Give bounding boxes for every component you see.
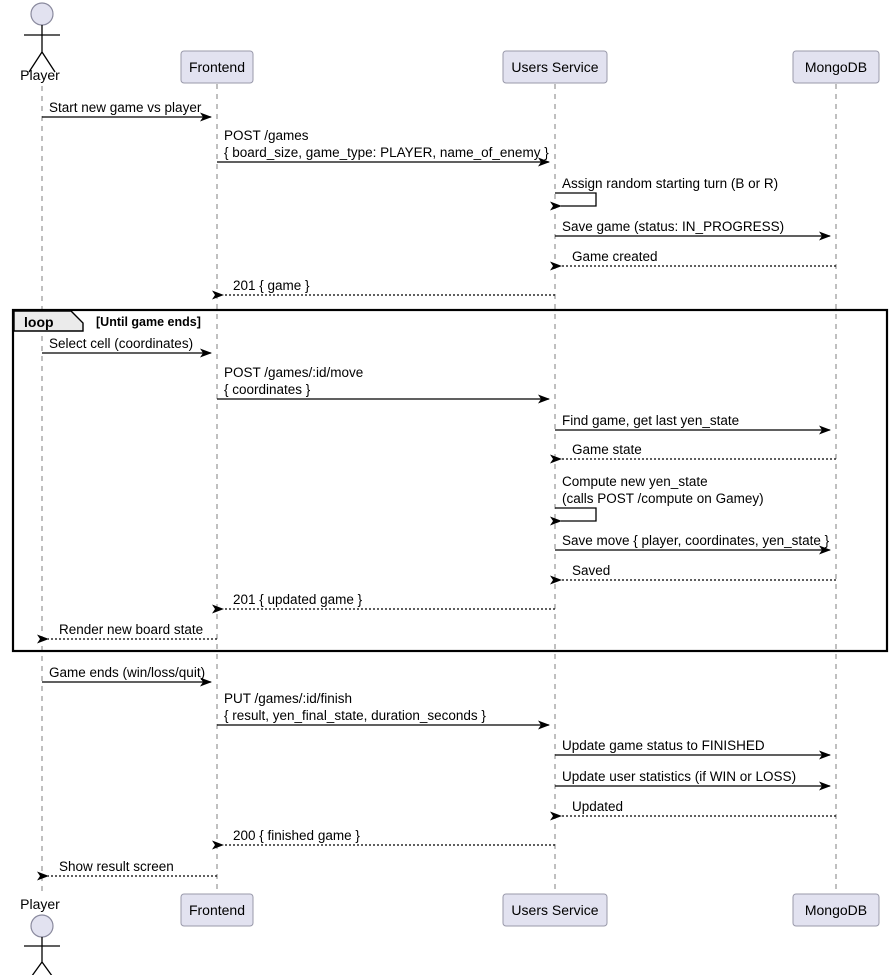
message-find-game[interactable]: Find game, get last yen_state [555,413,831,435]
message-label-m6: 201 { game } [233,278,310,293]
message-label-m7: Select cell (coordinates) [49,336,193,351]
fragment-loop-tab [13,310,84,332]
message-label-m8-line1: POST /games/:id/move [224,365,363,380]
message-label-m15: Render new board state [59,622,203,637]
participant-label-frontend-top: Frontend [189,59,245,75]
fragment-loop-operator: loop [24,314,54,330]
message-game-state[interactable]: Game state [550,442,836,464]
message-201-updated-game[interactable]: 201 { updated game } [212,592,555,614]
participant-label-player-top: Player [20,67,60,83]
fragment-loop-guard: [Until game ends] [96,315,201,329]
message-arrow-m3-self [550,192,597,211]
message-label-m4: Save game (status: IN_PROGRESS) [562,219,784,234]
message-label-m10: Game state [572,442,642,457]
participant-label-frontend-bottom: Frontend [189,902,245,918]
message-game-created[interactable]: Game created [550,249,836,271]
participant-box-users-service-bottom[interactable] [502,893,608,927]
message-label-m14: 201 { updated game } [233,592,363,607]
message-label-m9: Find game, get last yen_state [562,413,739,428]
message-label-m21: 200 { finished game } [233,828,360,843]
message-updated[interactable]: Updated [550,799,836,821]
participant-footer-frontend[interactable]: Frontend [180,893,254,927]
participant-box-mongodb-top[interactable] [792,50,880,84]
participant-label-mongodb-bottom: MongoDB [805,902,867,918]
message-label-m8-line2: { coordinates } [224,382,311,397]
message-post-games[interactable]: POST /games { board_size, game_type: PLA… [217,128,550,167]
message-label-m18: Update game status to FINISHED [562,738,765,753]
message-label-m11-line2: (calls POST /compute on Gamey) [562,491,764,506]
message-render-board[interactable]: Render new board state [37,622,217,644]
fragment-loop-box [11,308,889,653]
message-label-m17-line1: PUT /games/:id/finish [224,691,352,706]
message-put-finish[interactable]: PUT /games/:id/finish { result, yen_fina… [217,691,550,730]
message-label-m5: Game created [572,249,658,264]
participant-footer-users-service[interactable]: Users Service [502,893,608,927]
message-compute-yen-state[interactable]: Compute new yen_state (calls POST /compu… [550,474,764,526]
message-saved[interactable]: Saved [550,563,836,585]
participant-header-frontend[interactable]: Frontend [180,50,254,84]
message-label-m2-line2: { board_size, game_type: PLAYER, name_of… [224,145,549,160]
participant-label-mongodb-top: MongoDB [805,59,867,75]
message-arrow-m11-self [550,507,597,526]
participant-label-player-bottom: Player [20,896,60,912]
message-select-cell[interactable]: Select cell (coordinates) [42,336,212,358]
fragment-loop[interactable]: loop [Until game ends] [11,308,889,653]
participant-box-frontend-bottom[interactable] [180,893,254,927]
message-label-m13: Saved [572,563,610,578]
message-label-m20: Updated [572,799,623,814]
message-label-m16: Game ends (win/loss/quit) [49,665,205,680]
message-assign-random-turn[interactable]: Assign random starting turn (B or R) [550,176,778,211]
message-label-m19: Update user statistics (if WIN or LOSS) [562,769,796,784]
participant-header-player[interactable]: Player [20,2,60,83]
actor-head-icon [30,2,54,26]
participant-box-mongodb-bottom[interactable] [792,893,880,927]
actor-head-icon-bottom [30,914,54,938]
message-label-m1: Start new game vs player [49,100,202,115]
lifelines [41,84,837,893]
participant-header-users-service[interactable]: Users Service [502,50,608,84]
message-label-m3: Assign random starting turn (B or R) [562,176,778,191]
message-label-m11-line1: Compute new yen_state [562,474,708,489]
actor-body-icon-bottom [24,937,60,975]
message-show-result-screen[interactable]: Show result screen [37,859,217,881]
actor-body-icon [24,25,60,73]
message-game-ends[interactable]: Game ends (win/loss/quit) [42,665,212,687]
participant-footer-player[interactable]: Player [20,896,60,975]
message-start-new-game[interactable]: Start new game vs player [42,100,212,122]
participant-header-mongodb[interactable]: MongoDB [792,50,880,84]
message-201-game[interactable]: 201 { game } [212,278,555,300]
message-200-finished-game[interactable]: 200 { finished game } [212,828,555,850]
message-save-game[interactable]: Save game (status: IN_PROGRESS) [555,219,831,241]
participant-label-users-service-bottom: Users Service [511,902,598,918]
participant-box-frontend-top[interactable] [180,50,254,84]
message-label-m17-line2: { result, yen_final_state, duration_seco… [224,708,486,723]
message-label-m12: Save move { player, coordinates, yen_sta… [562,533,830,548]
participant-label-users-service-top: Users Service [511,59,598,75]
message-label-m22: Show result screen [59,859,174,874]
message-save-move[interactable]: Save move { player, coordinates, yen_sta… [555,533,831,555]
message-update-user-statistics[interactable]: Update user statistics (if WIN or LOSS) [555,769,831,791]
participant-box-users-service-top[interactable] [502,50,608,84]
message-post-move[interactable]: POST /games/:id/move { coordinates } [217,365,550,404]
participant-footer-mongodb[interactable]: MongoDB [792,893,880,927]
message-update-status-finished[interactable]: Update game status to FINISHED [555,738,831,760]
message-label-m2-line1: POST /games [224,128,309,143]
